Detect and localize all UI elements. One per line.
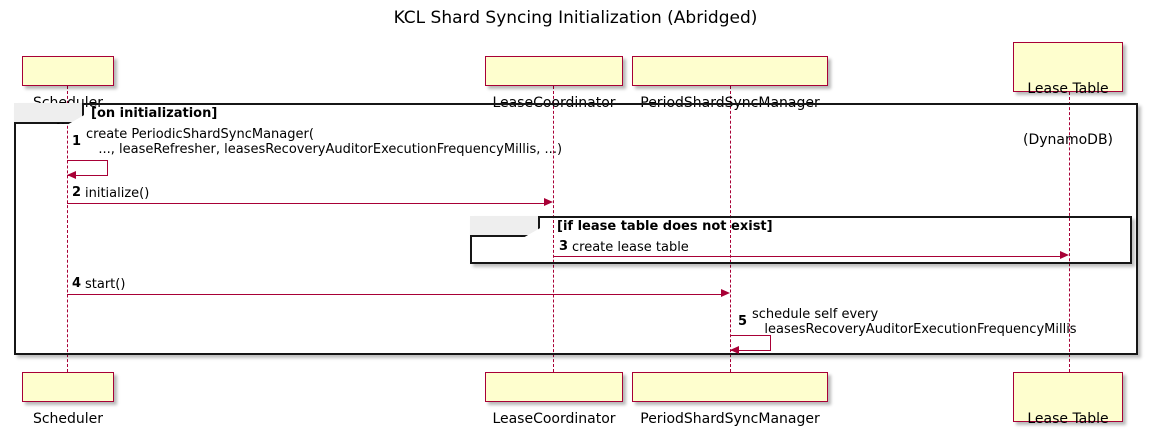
fragment-opt-guard: [if lease table does not exist] [557, 219, 773, 234]
message-3-line [553, 256, 1060, 257]
message-1-text-line1: create PeriodicShardSyncManager( [86, 127, 314, 142]
message-2-line [67, 203, 544, 204]
fragment-opt-lease-table-missing [470, 216, 1132, 264]
participant-label: LeaseCoordinator [492, 411, 616, 427]
participant-period-shard-sync-manager-bottom[interactable]: PeriodShardSyncManager [632, 372, 828, 427]
lifeline-lease-coordinator [553, 86, 554, 372]
fragment-alt-on-initialization [14, 103, 1138, 355]
fragment-alt-operator-label: alt [47, 122, 67, 137]
message-5-text-line2: leasesRecoveryAuditorExecutionFrequencyM… [752, 322, 1077, 337]
fragment-opt-operator-tab: opt [470, 216, 540, 237]
fragment-alt-operator-tab: alt [14, 103, 84, 124]
participant-lease-table-top[interactable]: Lease Table (DynamoDB) [1013, 42, 1123, 148]
message-3-arrowhead [1060, 251, 1069, 259]
message-4-line [67, 294, 721, 295]
participant-lease-coordinator-top[interactable]: LeaseCoordinator [485, 56, 623, 111]
participant-label: PeriodShardSyncManager [640, 411, 820, 427]
lifeline-scheduler [67, 86, 68, 372]
fragment-alt-guard: [on initialization] [91, 106, 218, 121]
message-5-text-line1: schedule self every [752, 307, 879, 322]
participant-label-line1: Lease Table [1027, 81, 1109, 97]
participant-lease-coordinator-bottom[interactable]: LeaseCoordinator [485, 372, 623, 427]
message-4-text: start() [85, 277, 126, 292]
message-5-arrowhead [730, 346, 739, 354]
lifeline-period-shard-sync-manager [730, 86, 731, 372]
message-5-number: 5 [738, 314, 748, 329]
lifeline-lease-table [1069, 92, 1070, 372]
participant-label-line2: (DynamoDB) [1022, 132, 1114, 148]
participant-lease-table-bottom[interactable]: Lease Table (DynamoDB) [1013, 372, 1123, 427]
message-1-self-loop [67, 160, 108, 176]
message-4-number: 4 [72, 276, 82, 291]
message-2-arrowhead [544, 198, 553, 206]
message-5-self-loop [730, 335, 771, 351]
message-2-text: initialize() [85, 186, 150, 201]
participant-label-line1: Lease Table [1027, 411, 1109, 427]
participant-period-shard-sync-manager-top[interactable]: PeriodShardSyncManager [632, 56, 828, 111]
message-2-number: 2 [72, 185, 82, 200]
message-4-arrowhead [721, 289, 730, 297]
participant-scheduler-bottom[interactable]: Scheduler [22, 372, 114, 427]
participant-label: Scheduler [32, 411, 104, 427]
participant-scheduler-top[interactable]: Scheduler [22, 56, 114, 111]
message-1-number: 1 [72, 134, 82, 149]
message-3-number: 3 [559, 239, 569, 254]
message-1-arrowhead [67, 171, 76, 179]
message-3-text: create lease table [572, 240, 689, 255]
page-title: KCL Shard Syncing Initialization (Abridg… [393, 8, 758, 28]
message-1-text-line2: ..., leaseRefresher, leasesRecoveryAudit… [86, 142, 563, 157]
fragment-opt-operator-label: opt [500, 235, 526, 250]
